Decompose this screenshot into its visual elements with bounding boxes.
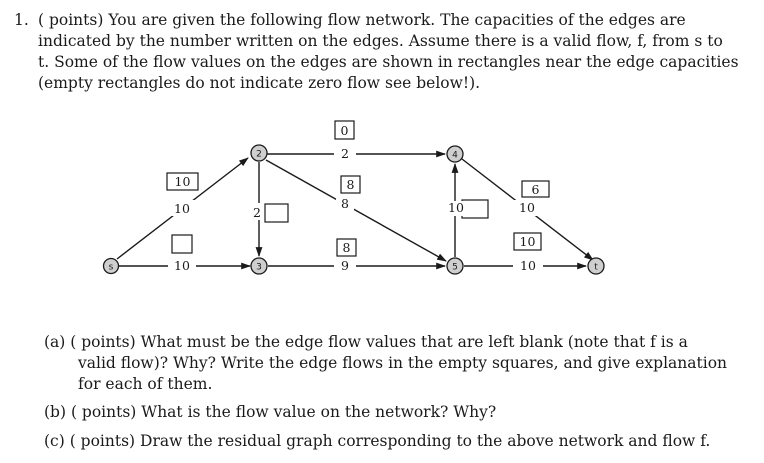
flow-box-s-2 — [166, 172, 199, 191]
capacity-s-3: 10 — [174, 258, 190, 273]
flow-box-5-4 — [461, 199, 489, 219]
flow-box-2-3 — [264, 203, 289, 223]
node-3-label: 3 — [256, 263, 262, 273]
capacity-3-5: 9 — [341, 258, 349, 273]
capacity-4-t: 10 — [519, 200, 535, 215]
node-s — [102, 257, 120, 275]
flow-box-2-4 — [334, 120, 355, 140]
flow-box-5-t — [513, 232, 542, 251]
question-text-line-3: t. Some of the flow values on the edges … — [38, 53, 739, 71]
flow-3-5: 8 — [343, 240, 351, 255]
capacity-5-t: 10 — [520, 258, 536, 273]
node-2 — [250, 144, 268, 162]
question-number: 1. — [14, 11, 29, 29]
part-a-line-2: valid flow)? Why? Write the edge flows i… — [78, 354, 728, 372]
flow-s-2: 10 — [175, 174, 191, 189]
capacity-2-4: 2 — [341, 146, 349, 161]
question-text-line-1: ( points) You are given the following fl… — [38, 11, 686, 29]
flow-box-4-t — [521, 180, 550, 198]
node-5 — [446, 257, 464, 275]
node-4 — [446, 145, 464, 163]
part-a-line-1: (a) ( points) What must be the edge flow… — [44, 333, 688, 351]
capacity-5-4: 10 — [448, 200, 464, 215]
flow-4-t: 6 — [532, 182, 540, 197]
question-text-line-4: (empty rectangles do not indicate zero f… — [38, 74, 481, 92]
flow-box-s-3 — [171, 234, 193, 254]
flow-2-4: 0 — [341, 123, 349, 138]
node-s-label: s — [109, 263, 114, 273]
capacity-s-2: 10 — [174, 201, 190, 216]
flow-box-3-5 — [336, 238, 357, 257]
node-t-label: t — [594, 263, 598, 273]
capacity-2-3: 2 — [253, 205, 261, 220]
node-4-label: 4 — [452, 151, 458, 161]
flow-box-2-5 — [340, 175, 361, 194]
capacity-2-5: 8 — [341, 196, 349, 211]
part-c: (c) ( points) Draw the residual graph co… — [44, 432, 711, 450]
part-b: (b) ( points) What is the flow value on … — [44, 403, 497, 421]
node-2-label: 2 — [256, 150, 262, 160]
part-a-line-3: for each of them. — [78, 375, 213, 393]
node-t — [587, 257, 605, 275]
question-text-line-2: indicated by the number written on the e… — [38, 32, 723, 50]
node-3 — [250, 257, 268, 275]
flow-2-5: 8 — [347, 177, 355, 192]
flow-5-t: 10 — [520, 234, 536, 249]
node-5-label: 5 — [452, 263, 458, 273]
edge-2-5 — [265, 159, 447, 262]
